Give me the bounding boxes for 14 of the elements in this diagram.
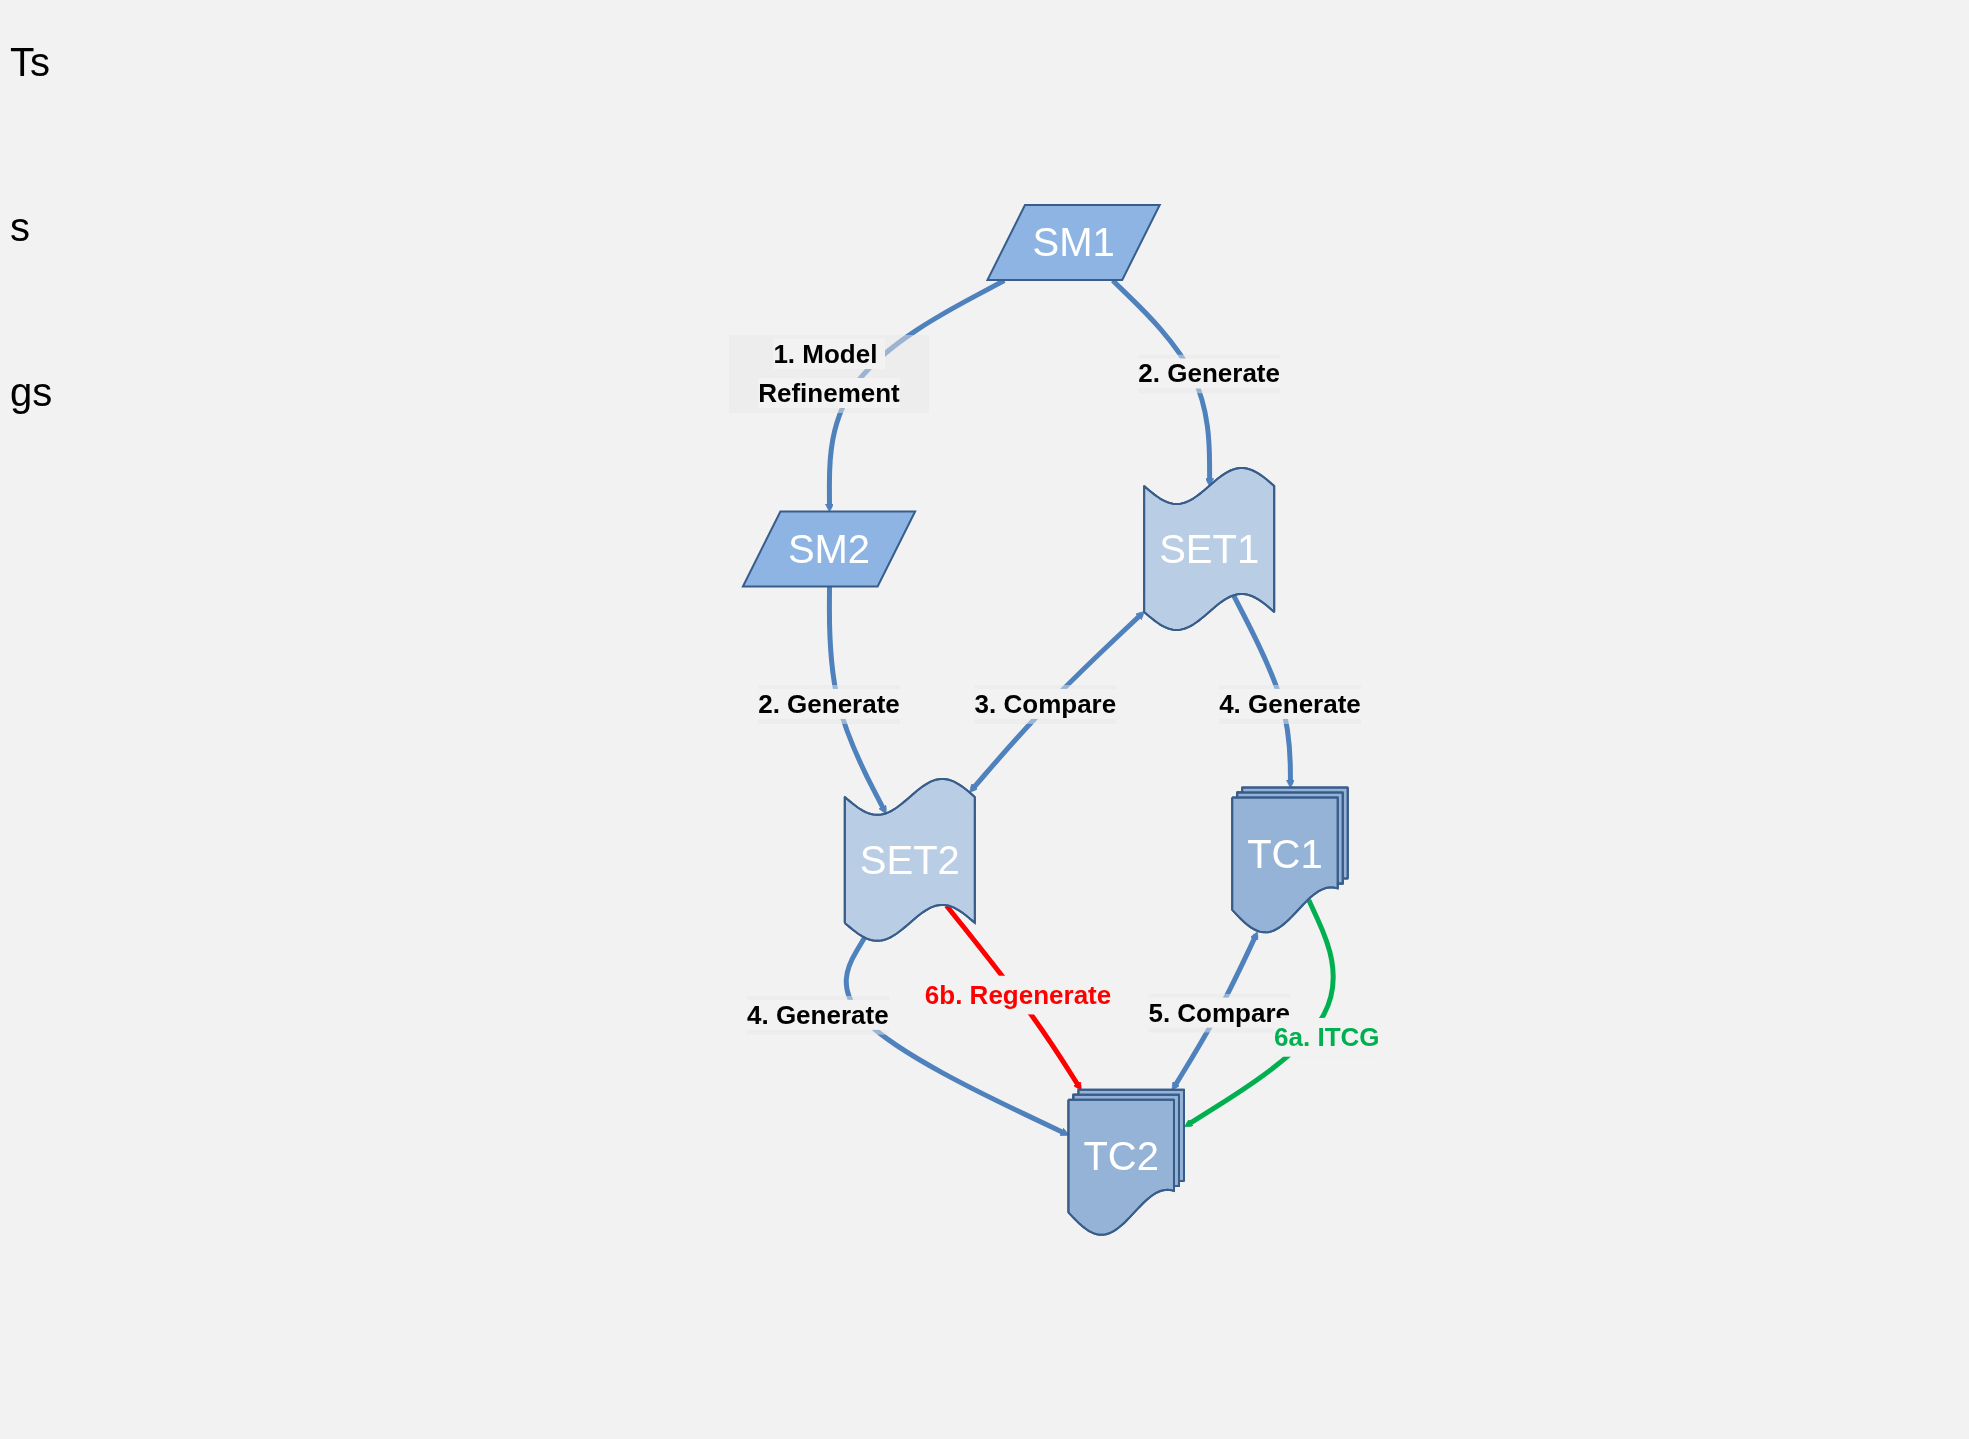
arrow <box>969 610 1145 793</box>
arrow <box>827 586 887 814</box>
edge-label: 4. Generate <box>1219 688 1361 719</box>
side-label: Ts <box>10 40 51 85</box>
arrow <box>844 936 1070 1136</box>
edge-label: 5. Compare <box>1148 997 1291 1028</box>
edge-label: 3. Compare <box>974 688 1117 719</box>
edge-label: 6b. Regenerate <box>925 979 1112 1010</box>
edge-label: 1. Model Refinement <box>758 338 900 408</box>
side-label: gs <box>10 370 54 415</box>
edge-label: 2. Generate <box>1138 358 1281 389</box>
edge-label: 4. Generate <box>747 999 889 1030</box>
side-label: s <box>10 205 31 250</box>
edge-label: 2. Generate <box>758 688 901 719</box>
